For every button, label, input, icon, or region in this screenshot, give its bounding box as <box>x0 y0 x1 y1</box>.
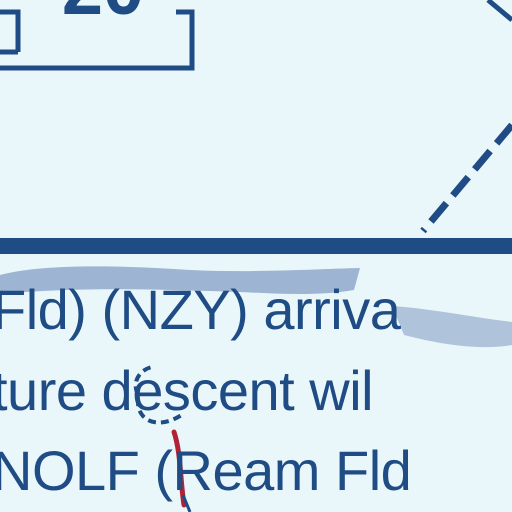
course-line-dashed <box>420 122 512 234</box>
boxed-label-frame <box>0 9 195 71</box>
procedure-text-line-2: ture descent wil <box>0 359 374 422</box>
boxed-label-text: 20 <box>62 0 144 30</box>
section-divider-line <box>0 238 512 254</box>
course-line-solid <box>486 0 512 22</box>
blue-tick <box>181 494 192 512</box>
procedure-text-line-1: Fld) (NZY) arriva <box>0 278 401 341</box>
descent-arc <box>133 365 185 425</box>
route-ribbon-right <box>392 306 512 348</box>
route-ribbon <box>0 266 360 294</box>
procedure-text-line-3: NOLF (Ream Fld <box>0 439 412 502</box>
